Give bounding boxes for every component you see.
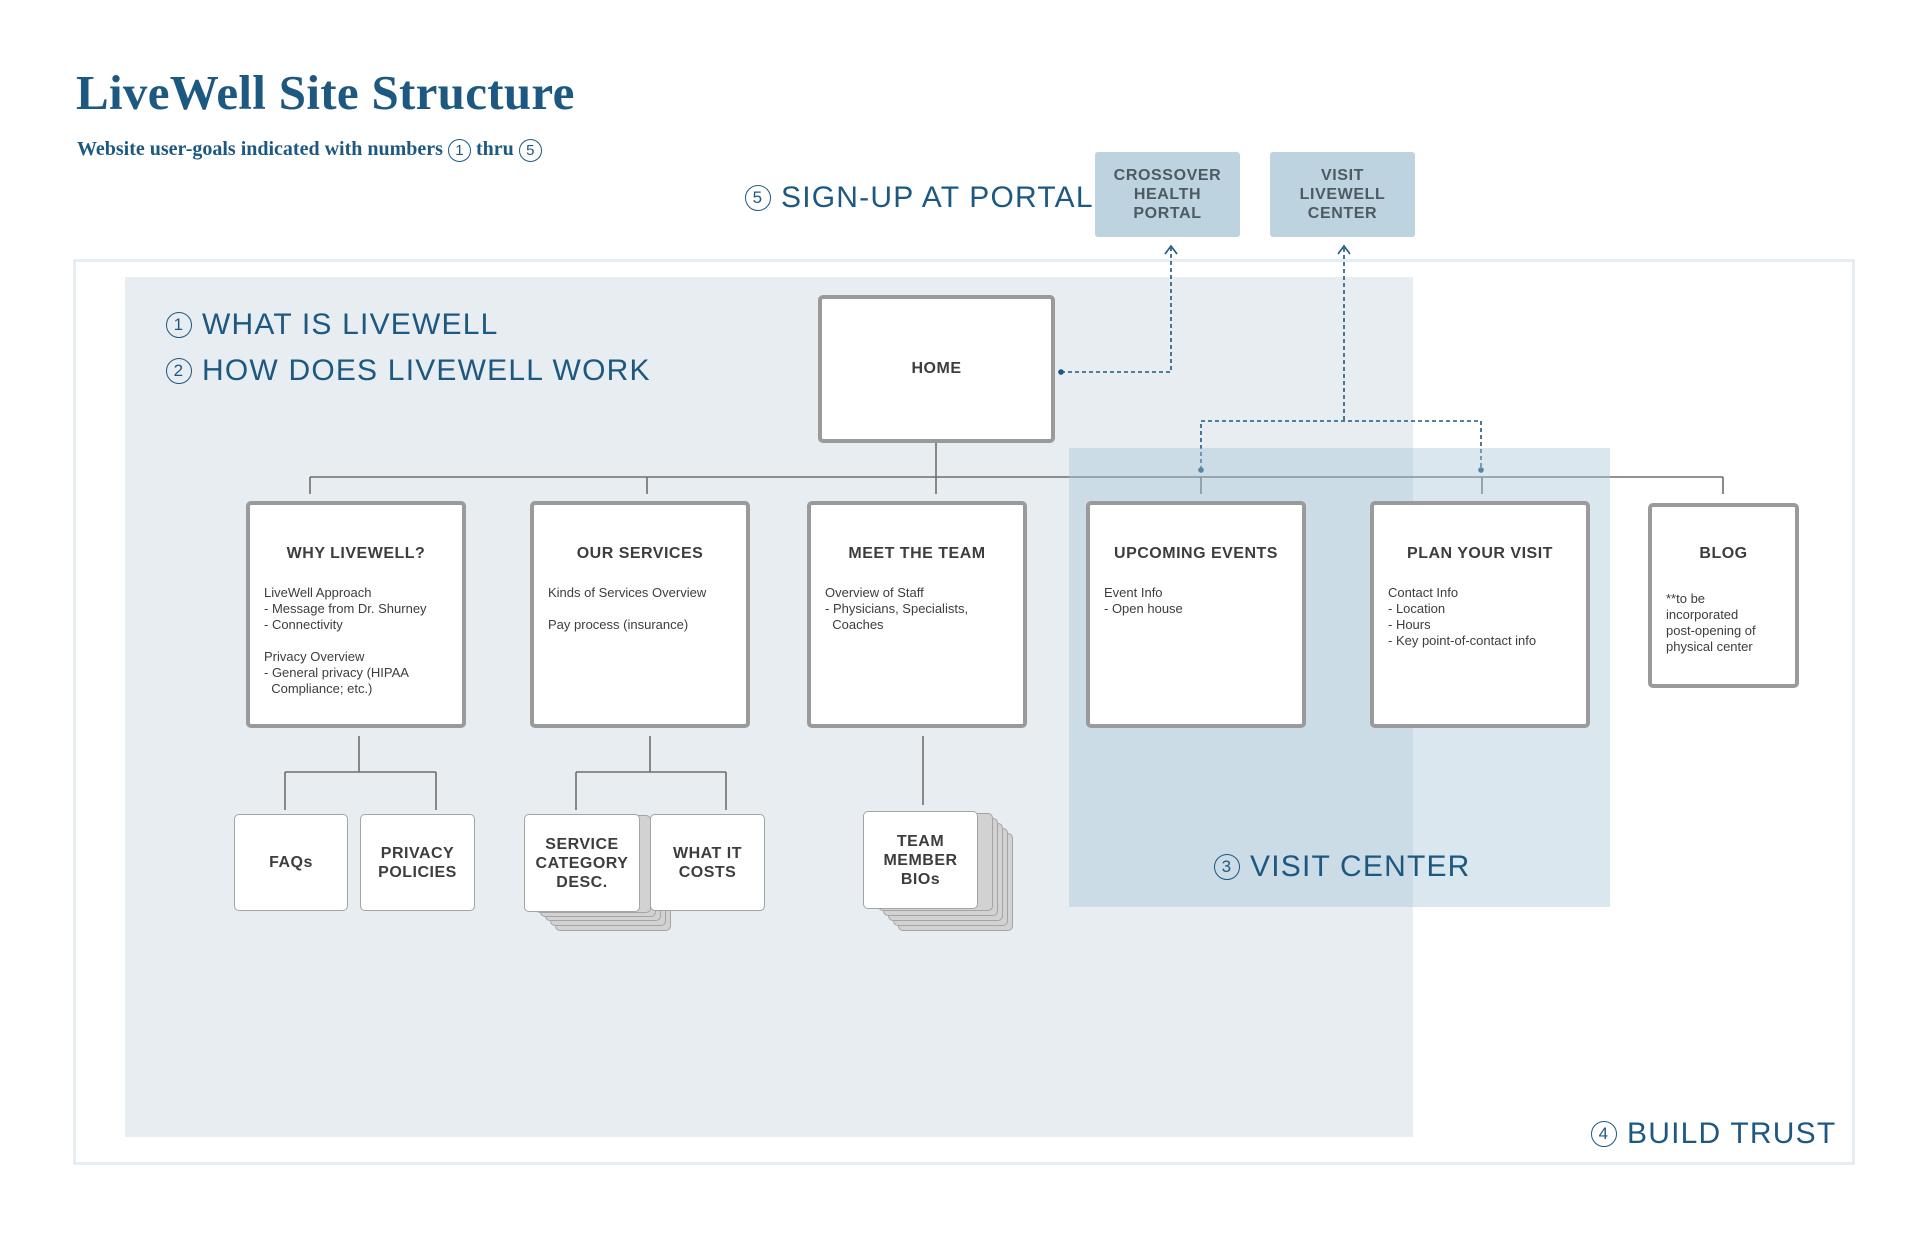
goal-number: 4	[1591, 1121, 1617, 1147]
plan-your-visit-page-box[interactable]: PLAN YOUR VISIT Contact Info - Location …	[1370, 501, 1590, 728]
upcoming-events-page-box[interactable]: UPCOMING EVENTS Event Info - Open house	[1086, 501, 1306, 728]
goal-sign-up-at-portal: 5 SIGN-UP AT PORTAL	[745, 181, 1094, 215]
page-box-title: BLOG	[1699, 545, 1748, 562]
subtitle-number-first: 1	[447, 138, 471, 162]
goal-label: HOW DOES LIVEWELL WORK	[202, 354, 651, 387]
page-box-title: WHY LIVEWELL?	[286, 545, 426, 562]
goal-build-trust: 4 BUILD TRUST	[1591, 1117, 1836, 1151]
team-member-bios-subpage-box[interactable]: TEAM MEMBER BIOs	[863, 811, 978, 909]
goal-label: BUILD TRUST	[1627, 1117, 1837, 1150]
home-page-box[interactable]: HOME	[818, 295, 1055, 443]
why-livewell-page-box[interactable]: WHY LIVEWELL? LiveWell Approach - Messag…	[246, 501, 466, 728]
goal-how-does-livewell-work: 2 HOW DOES LIVEWELL WORK	[166, 354, 651, 388]
goal-number: 2	[166, 358, 192, 384]
goal-label: SIGN-UP AT PORTAL	[781, 181, 1094, 214]
goal-label: VISIT CENTER	[1250, 850, 1471, 883]
goal-number: 5	[745, 185, 771, 211]
goal-visit-center: 3 VISIT CENTER	[1214, 850, 1471, 884]
goal-number: 3	[1214, 854, 1240, 880]
faqs-subpage-box[interactable]: FAQs	[234, 814, 348, 911]
our-services-page-box[interactable]: OUR SERVICES Kinds of Services Overview …	[530, 501, 750, 728]
page-box-body: **to be incorporated post-opening of phy…	[1666, 591, 1756, 654]
service-category-subpage-box[interactable]: SERVICE CATEGORY DESC.	[524, 814, 640, 912]
page-box-body: Overview of Staff - Physicians, Speciali…	[825, 585, 969, 632]
page-title: LiveWell Site Structure	[76, 65, 575, 120]
subtitle-thru: thru	[475, 138, 514, 160]
privacy-policies-subpage-box[interactable]: PRIVACY POLICIES	[360, 814, 475, 911]
page-box-body: Contact Info - Location - Hours - Key po…	[1388, 585, 1537, 648]
page-box-body: LiveWell Approach - Message from Dr. Shu…	[264, 585, 427, 696]
what-it-costs-subpage-box[interactable]: WHAT IT COSTS	[650, 814, 765, 911]
page-box-body: Kinds of Services Overview Pay process (…	[548, 585, 707, 632]
page-box-title: OUR SERVICES	[576, 545, 704, 562]
build-trust-region	[73, 259, 1855, 1165]
page-box-body: Event Info - Open house	[1104, 585, 1183, 616]
goal-label: WHAT IS LIVEWELL	[202, 308, 499, 341]
page-box-title: UPCOMING EVENTS	[1114, 545, 1278, 562]
page-box-title: MEET THE TEAM	[848, 545, 986, 562]
page-box-title: PLAN YOUR VISIT	[1407, 545, 1553, 562]
page-subtitle: Website user-goals indicated with number…	[77, 138, 542, 162]
subtitle-number-last: 5	[518, 138, 542, 162]
visit-livewell-center-box[interactable]: VISIT LIVEWELL CENTER	[1270, 152, 1415, 237]
blog-page-box[interactable]: BLOG **to be incorporated post-opening o…	[1648, 503, 1799, 688]
goal-number: 1	[166, 312, 192, 338]
goal-what-is-livewell: 1 WHAT IS LIVEWELL	[166, 308, 499, 342]
home-label: HOME	[911, 360, 962, 377]
meet-the-team-page-box[interactable]: MEET THE TEAM Overview of Staff - Physic…	[807, 501, 1027, 728]
crossover-health-portal-box[interactable]: CROSSOVER HEALTH PORTAL	[1095, 152, 1240, 237]
subtitle-text: Website user-goals indicated with number…	[77, 138, 443, 160]
